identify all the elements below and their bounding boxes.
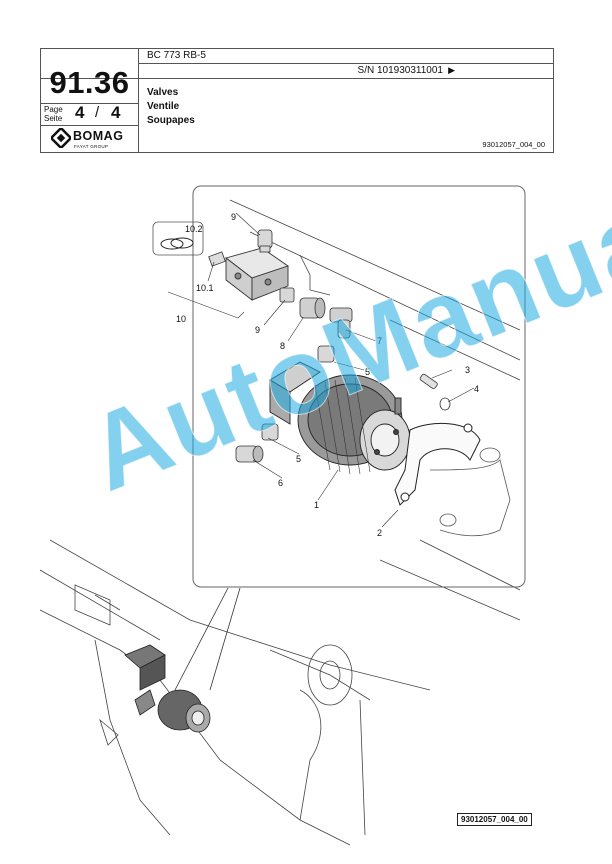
part-titles: Valves Ventile Soupapes	[147, 86, 195, 128]
callout-1: 1	[314, 500, 319, 510]
callout-2: 2	[377, 528, 382, 538]
serial-number: S/N 101930311001	[357, 65, 443, 76]
callout-3: 3	[465, 365, 470, 375]
page-current: 4	[75, 103, 85, 122]
callout-9: 9	[255, 325, 260, 335]
title-de: Ventile	[147, 101, 180, 112]
title-en: Valves	[147, 87, 179, 98]
callout-10-1: 10.1	[196, 283, 214, 293]
page-total: 4	[111, 103, 121, 122]
page-label: Page Seite	[44, 105, 63, 123]
callout-7: 7	[377, 336, 382, 346]
title-fr: Soupapes	[147, 115, 195, 126]
callout-5-top: 5	[365, 367, 370, 377]
callout-10: 10	[176, 314, 186, 324]
serial-arrow-icon: ▶	[448, 65, 455, 75]
callout-9-top: 9	[231, 212, 236, 222]
bomag-logo-icon	[51, 128, 71, 148]
section-number: 91.36	[49, 65, 130, 100]
brand-group: FAYAT GROUP	[74, 144, 109, 149]
callout-10-2: 10.2	[185, 224, 203, 234]
drawing-id: 93012057_004_00	[457, 813, 532, 826]
callout-4: 4	[474, 384, 479, 394]
machine-model: BC 773 RB-5	[147, 50, 206, 61]
page-separator: /	[95, 104, 100, 121]
callout-5: 5	[296, 454, 301, 464]
brand-name: BOMAG	[73, 129, 124, 143]
callout-8: 8	[280, 341, 285, 351]
title-block: BC 773 RB-5 S/N 101930311001 ▶ 91.36 Pag…	[40, 48, 554, 153]
callout-6: 6	[278, 478, 283, 488]
reference-code: 93012057_004_00	[482, 140, 545, 149]
